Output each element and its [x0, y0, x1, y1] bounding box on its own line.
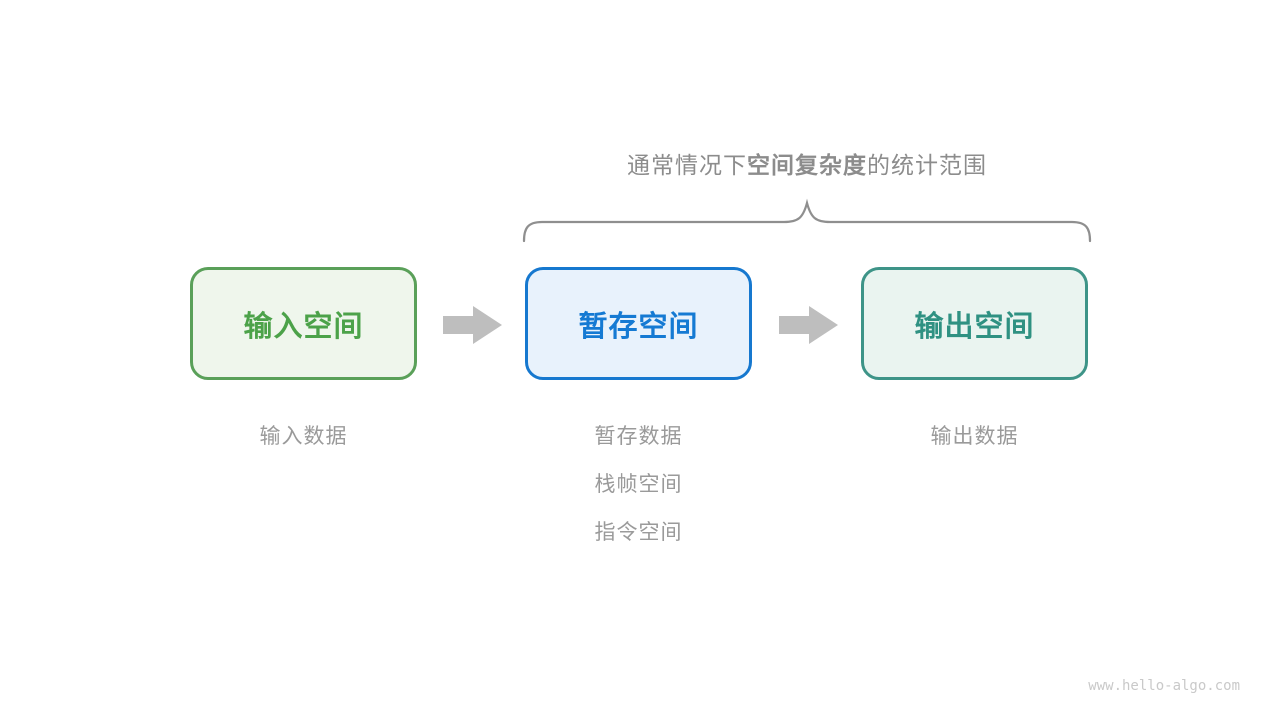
note-line: 输入数据: [259, 425, 348, 448]
note-line: 指令空间: [594, 521, 683, 544]
output-space-notes: 输出数据: [861, 413, 1088, 461]
caption-prefix: 通常情况下: [627, 152, 747, 178]
watermark-url: www.hello-algo.com: [1088, 678, 1240, 694]
note-line: 栈帧空间: [594, 473, 683, 496]
input-space-notes: 输入数据: [190, 413, 417, 461]
note-line: 暂存数据: [594, 425, 683, 448]
input-space-label: 输入空间: [243, 310, 364, 343]
right-arrow-icon: [443, 306, 502, 344]
diagram-caption: 通常情况下空间复杂度的统计范围: [524, 146, 1090, 180]
note-line: 输出数据: [930, 425, 1019, 448]
caption-suffix: 的统计范围: [867, 152, 987, 178]
temporary-space-label: 暂存空间: [578, 310, 699, 343]
temporary-space-box: 暂存空间: [525, 267, 752, 380]
temporary-space-notes: 暂存数据 栈帧空间 指令空间: [525, 413, 752, 557]
input-space-box: 输入空间: [190, 267, 417, 380]
output-space-label: 输出空间: [914, 310, 1035, 343]
output-space-box: 输出空间: [861, 267, 1088, 380]
caption-bold-term: 空间复杂度: [747, 152, 867, 178]
right-arrow-icon: [779, 306, 838, 344]
